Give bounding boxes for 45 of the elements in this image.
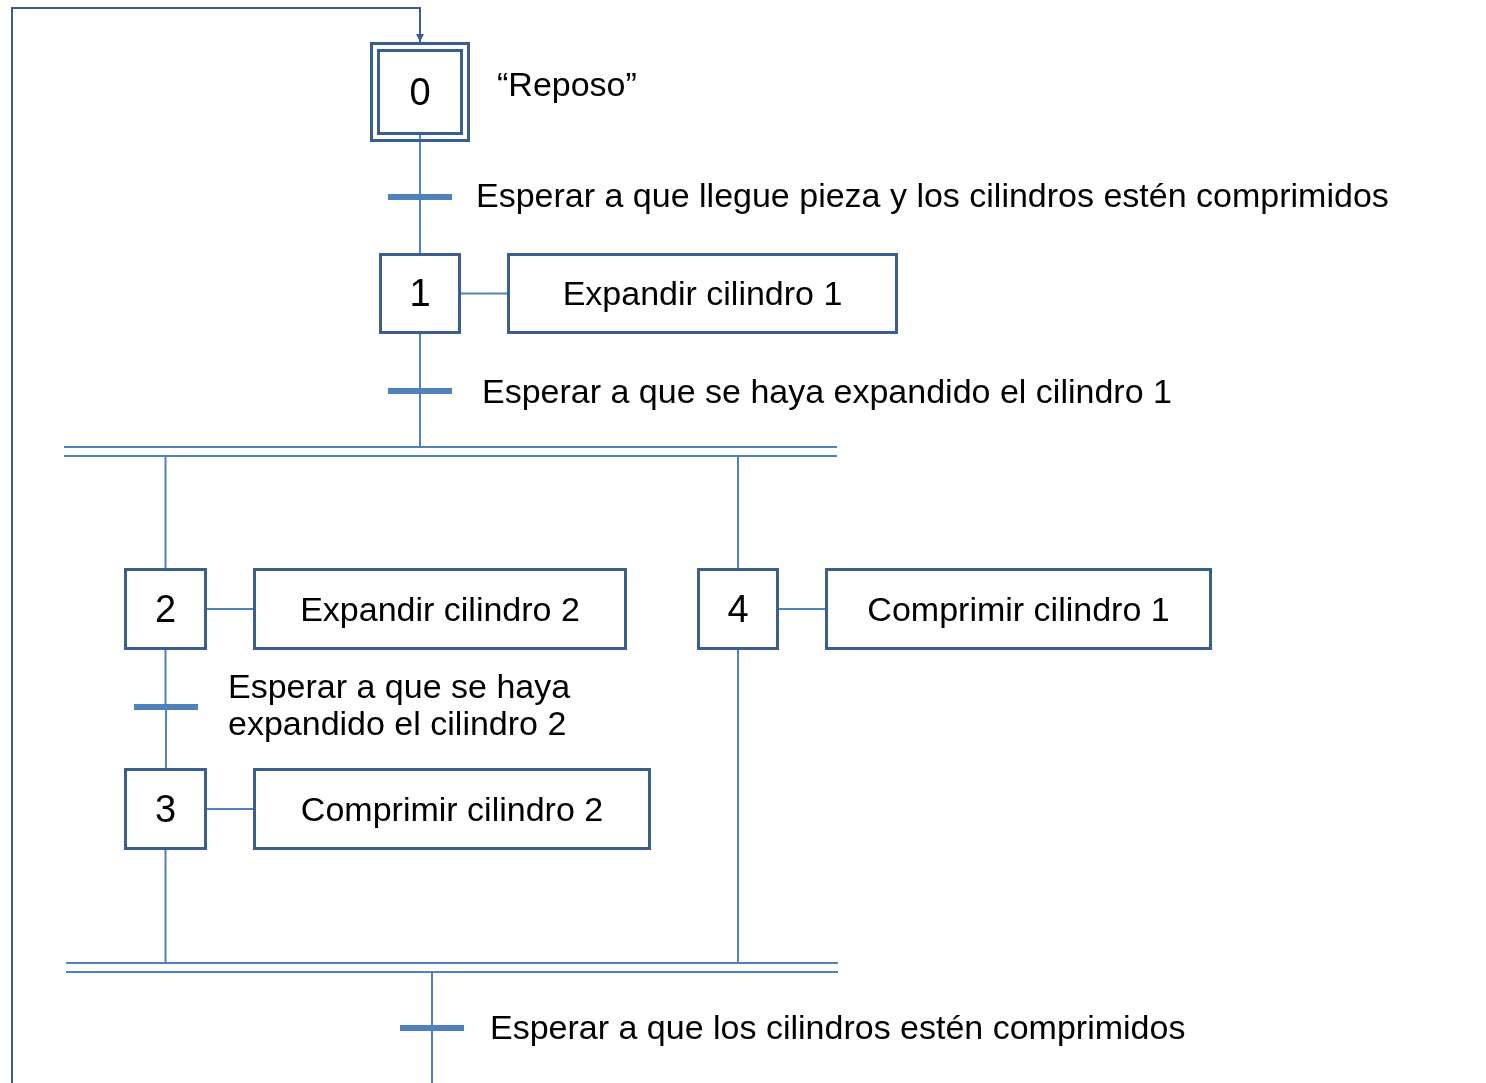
connector-line: [431, 972, 433, 1026]
transition-condition: Esperar a que se haya expandido el cilindro 2: [228, 668, 572, 743]
connector-line: [431, 1030, 433, 1083]
connector-line: [164, 649, 167, 705]
label-text: 3: [154, 787, 177, 831]
transition-bar: [388, 388, 452, 394]
connector-line: [460, 292, 508, 295]
connector-line: [778, 608, 826, 610]
parallel-bar: [66, 962, 838, 973]
connector-line: [737, 649, 739, 963]
label-text: 2: [154, 587, 177, 631]
transition-condition: Esperar a que se haya expandido el cilindro 1: [482, 373, 1172, 411]
transition-condition: Esperar a que llegue pieza y los cilindros estén comprimidos: [476, 177, 1389, 215]
label-text: 1: [409, 272, 431, 315]
action-box: [253, 568, 627, 650]
connector-line: [206, 808, 254, 810]
transition-condition: Esperar a que los cilindros estén comprimidos: [490, 1009, 1186, 1047]
connector-line: [206, 608, 254, 610]
step-box: [124, 768, 207, 850]
label-text: Comprimir cilindro 2: [300, 789, 604, 829]
step-box: [124, 568, 207, 650]
connector-line: [419, 393, 421, 447]
transition-bar: [400, 1025, 464, 1031]
arrow: [11, 7, 424, 1083]
label-text: Expandir cilindro 1: [562, 274, 843, 313]
connector-line: [164, 849, 167, 963]
label-text: Comprimir cilindro 1: [867, 589, 1170, 629]
label-text: 0: [409, 70, 431, 114]
action-box: [825, 568, 1212, 650]
connector-line: [164, 456, 167, 569]
transition-bar: [388, 194, 452, 200]
label-text: Expandir cilindro 2: [300, 589, 580, 629]
transition-bar: [134, 704, 198, 710]
action-box: [507, 253, 898, 334]
step-box: [697, 568, 779, 650]
connector-line: [419, 199, 421, 254]
step-name: “Reposo”: [497, 66, 637, 104]
connector-line: [165, 709, 167, 769]
step-box: [379, 253, 461, 334]
action-box: [253, 768, 651, 850]
connector-line: [419, 333, 421, 389]
parallel-bar: [64, 446, 837, 457]
connector-line: [419, 134, 421, 195]
connector-line: [737, 456, 739, 569]
label-text: 4: [727, 587, 749, 631]
